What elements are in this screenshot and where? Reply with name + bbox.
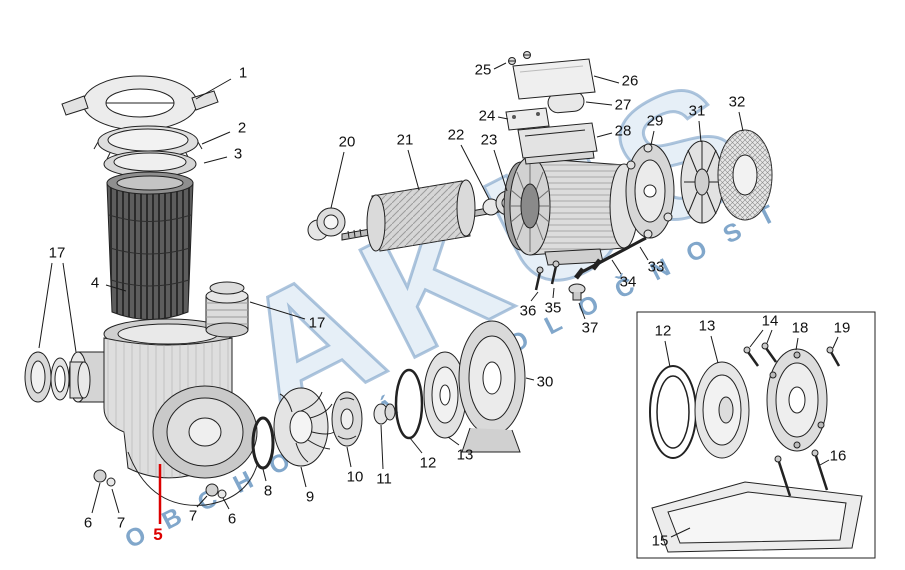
part-impeller [331, 391, 363, 447]
part-cover-screws [508, 51, 531, 65]
part-drain-plug-left [93, 469, 116, 487]
leader-lines [38, 62, 839, 538]
inset-bracket-front [766, 348, 828, 452]
part-seal-plate [423, 351, 467, 439]
part-terminal-box-base [517, 122, 598, 159]
part-pump-housing [68, 281, 259, 506]
inset-bracket-rear [694, 361, 750, 459]
part-drain-plug-right [205, 483, 227, 499]
part-rotor-shaft [341, 179, 506, 252]
part-bearing-front [307, 207, 346, 241]
part-strainer-basket [106, 171, 194, 320]
part-union-fittings [24, 351, 91, 403]
part-diffuser [273, 387, 335, 467]
inset-bolts-16 [774, 449, 829, 497]
part-terminal-cover [512, 58, 596, 100]
part-through-bolts [574, 236, 647, 280]
part-end-bell [625, 143, 675, 239]
part-screws [534, 260, 560, 291]
part-gasket [394, 368, 424, 440]
part-lid [93, 125, 203, 160]
inset-base [651, 481, 863, 553]
part-clamp-ring [103, 150, 197, 178]
part-lid-handle [61, 75, 219, 131]
part-plug [568, 283, 586, 301]
part-terminal-board [505, 107, 550, 131]
inset-bolts-14 [743, 342, 778, 367]
part-o-ring [251, 416, 275, 470]
part-mechanical-seal [373, 403, 396, 425]
part-fan-cover [717, 129, 773, 221]
part-motor-bracket [458, 320, 526, 453]
part-motor-body [503, 143, 639, 266]
part-fan [680, 140, 724, 224]
inset-bolt-19 [826, 346, 841, 367]
